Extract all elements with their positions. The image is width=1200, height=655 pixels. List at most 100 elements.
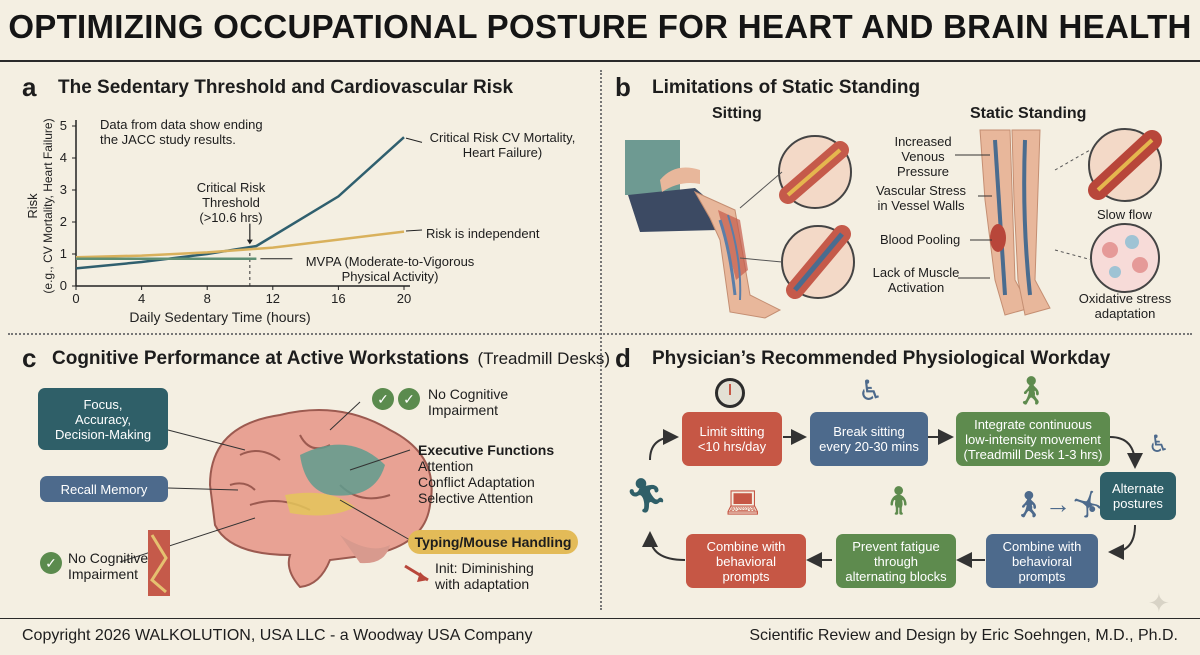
venous-line-2: Venous [901, 149, 945, 164]
x-tick-label: 12 [266, 291, 280, 306]
panel-c-title: Cognitive Performance at Active Workstat… [52, 348, 470, 369]
alternate-line-2: postures [1113, 496, 1163, 511]
x-tick-label: 4 [138, 291, 145, 306]
critical-pointer [405, 137, 423, 143]
sitting-heading: Sitting [712, 105, 762, 122]
y-tick-label: 0 [60, 278, 67, 293]
init-line-1: Init: Diminishing [435, 560, 534, 576]
prevent-fatigue-box: Prevent fatigue through alternating bloc… [836, 534, 956, 588]
executive-item-2: Conflict Adaptation [418, 474, 535, 490]
y-tick-label: 1 [60, 246, 67, 261]
panel-c-title-suffix: (Treadmill Desks) [477, 349, 611, 368]
desk-worker-icon: 💻︎ [725, 487, 761, 518]
brain-illustration [208, 409, 433, 589]
combine-prompts-left-box: Combine with behavioral prompts [686, 534, 806, 588]
fatigue-line-1: Prevent fatigue [852, 538, 940, 554]
independent-pointer [405, 229, 423, 232]
risk-independent-annotation: Risk is independent [426, 226, 540, 241]
y-tick-label: 2 [60, 214, 67, 229]
combine-right-line-1: Combine with [1002, 538, 1082, 554]
integrate-line-2: low-intensity movement [965, 431, 1101, 447]
panel-d-title: Physician’s Recommended Physiological Wo… [652, 348, 1111, 369]
standing-heading: Static Standing [970, 105, 1087, 122]
integrate-line-3: (Treadmill Desk 1-3 hrs) [963, 446, 1103, 462]
footer-divider [0, 618, 1200, 619]
standing-legs [979, 129, 1051, 316]
no-impairment-bottom-line-1: No Cognitive [68, 550, 149, 566]
chart-note: Data from data show ending the JACC stud… [100, 117, 290, 147]
limit-line-1: Limit sitting [699, 424, 765, 439]
threshold-line-3: (>10.6 hrs) [199, 210, 263, 225]
combine-right-line-2: behavioral [1011, 553, 1072, 569]
venous-pressure-label: Increased Venous Pressure [878, 134, 968, 179]
threshold-arrowhead [246, 239, 253, 245]
no-impairment-bottom: No Cognitive Impairment [68, 550, 148, 582]
break-line-1: Break sitting [833, 424, 905, 439]
fatigue-person-icon: 🧍︎ [881, 485, 917, 516]
clock-hand [729, 384, 731, 395]
footer-copyright: Copyright 2026 WALKOLUTION, USA LLC - a … [22, 627, 533, 644]
y-axis-sublabel: (e.g., CV Mortality, Heart Failure) [41, 118, 55, 293]
executive-functions: Executive Functions Attention Conflict A… [418, 442, 554, 506]
init-line-2: with adaptation [435, 576, 530, 592]
posture-shift-icon: 🚶︎→🤸︎ [1012, 489, 1105, 519]
no-impairment-top-line-1: No Cognitive [428, 386, 509, 402]
oxidative-line-1: Oxidative stress [1078, 291, 1172, 306]
chart-note-line-2: the JACC study results. [100, 132, 236, 147]
footer-credit: Scientific Review and Design by Eric Soe… [749, 627, 1178, 644]
executive-item-1: Attention [418, 458, 474, 474]
panel-c-connectors [119, 401, 429, 596]
vertical-divider [600, 70, 602, 610]
venous-line-1: Increased [894, 134, 952, 149]
sitting-figure [625, 140, 782, 319]
venous-line-3: Pressure [896, 164, 950, 179]
critical-risk-line-1: Critical Risk CV Mortality, [429, 130, 576, 145]
vascular-line-2: in Vessel Walls [877, 198, 965, 213]
sitting-person-icon: ♿︎ [858, 375, 884, 406]
page-title: OPTIMIZING OCCUPATIONAL POSTURE FOR HEAR… [8, 8, 1192, 45]
muscle-line-1: Lack of Muscle [872, 265, 960, 280]
horizontal-divider [8, 333, 1192, 335]
chair-person-icon: ♿︎ [1148, 431, 1170, 458]
panel-d-letter: d [615, 343, 631, 373]
mvpa-line-1: MVPA (Moderate-to-Vigorous [305, 254, 475, 269]
x-tick-label: 0 [72, 291, 79, 306]
vascular-stress-label: Vascular Stress in Vessel Walls [862, 183, 980, 213]
chart-note-line-1: Data from data show ending [100, 117, 263, 132]
threshold-line-2: Threshold [202, 195, 260, 210]
y-tick-label: 3 [60, 182, 67, 197]
slow-flow-label: Slow flow [1097, 207, 1152, 222]
vascular-line-1: Vascular Stress [875, 183, 967, 198]
legs-illustration [625, 128, 1162, 319]
integrate-movement-box: Integrate continuous low-intensity movem… [956, 412, 1110, 466]
title-divider [0, 60, 1200, 62]
fatigue-line-3: alternating blocks [845, 568, 947, 584]
combine-left-line-1: Combine with [706, 538, 786, 554]
check-icon: ✓ [40, 552, 62, 574]
break-sitting-box: Break sitting every 20-30 mins [810, 412, 928, 466]
executive-item-3: Selective Attention [418, 490, 534, 506]
threshold-annotation: Critical Risk Threshold (>10.6 hrs) [176, 180, 286, 225]
x-tick-label: 16 [331, 291, 345, 306]
sparkle-icon: ✦ [1148, 588, 1170, 618]
limit-line-2: <10 hrs/day [697, 439, 767, 454]
limit-sitting-box: Limit sitting <10 hrs/day [682, 412, 782, 466]
series-line-2 [75, 230, 405, 259]
threshold-line-1: Critical Risk [196, 180, 266, 195]
vessel-zoom-standing-bottom [1090, 223, 1160, 293]
mvpa-annotation: MVPA (Moderate-to-Vigorous Physical Acti… [300, 254, 480, 284]
blood-pooling-label: Blood Pooling [880, 232, 961, 247]
combine-prompts-right-box: Combine with behavioral prompts [986, 534, 1098, 588]
no-impairment-top-line-2: Impairment [428, 402, 499, 418]
muscle-line-2: Activation [887, 280, 945, 295]
y-tick-label: 4 [60, 150, 67, 165]
oxidative-stress-label: Oxidative stress adaptation [1070, 291, 1180, 321]
no-impairment-bottom-line-2: Impairment [68, 566, 139, 582]
check-icon: ✓ [398, 388, 420, 410]
combine-left-line-2: behavioral [715, 553, 776, 569]
x-tick-label: 20 [397, 291, 411, 306]
integrate-line-1: Integrate continuous [974, 416, 1092, 432]
workday-cycle-arrows [642, 429, 1143, 568]
alternate-line-1: Alternate [1111, 481, 1165, 496]
